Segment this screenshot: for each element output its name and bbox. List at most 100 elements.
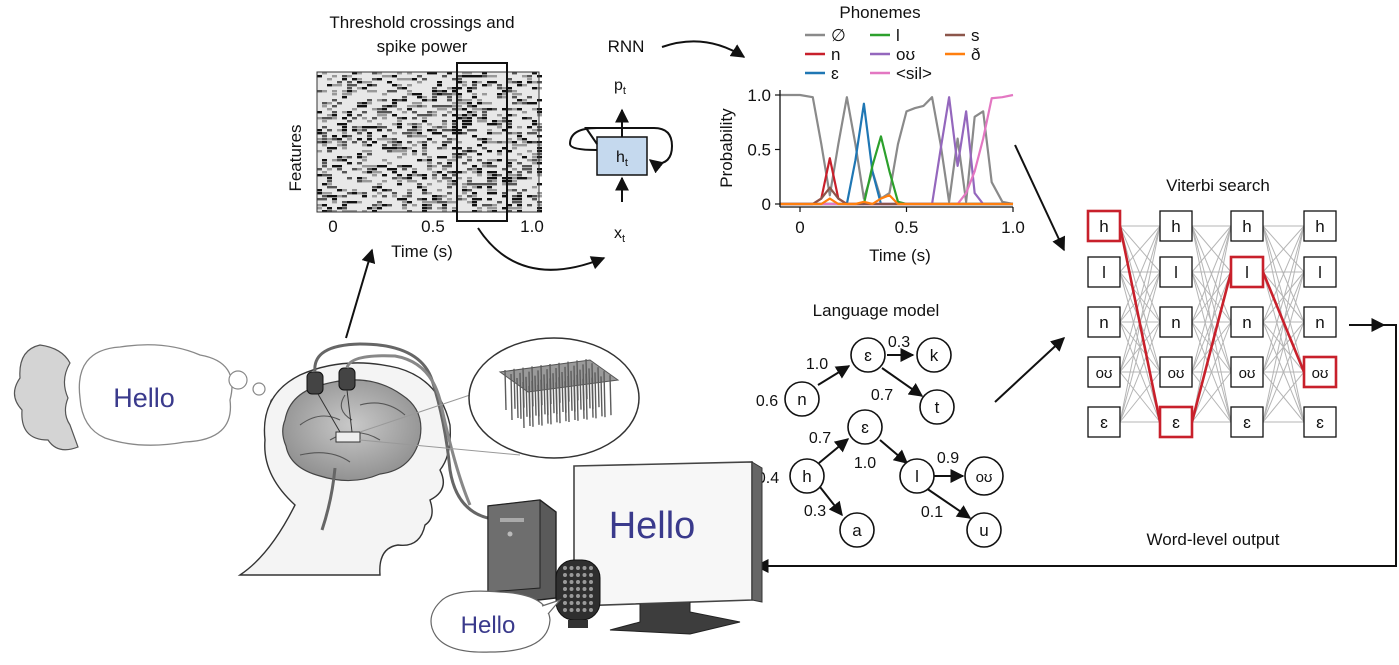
raster-cell (442, 156, 447, 159)
viterbi-transition (1191, 371, 1232, 423)
raster-cell (397, 87, 402, 90)
raster-cell (502, 120, 507, 123)
raster-xtick-0: 0 (328, 217, 337, 236)
raster-cell (322, 165, 327, 168)
monitor-stand (609, 602, 741, 635)
raster-cell (372, 90, 377, 93)
raster-cell (412, 105, 417, 108)
raster-cell (452, 90, 457, 93)
raster-cell (532, 141, 537, 144)
monitor-text: Hello (609, 505, 696, 547)
raster-cell (377, 108, 382, 111)
raster-cell (462, 189, 467, 192)
raster-cell (472, 204, 477, 207)
raster-cell (422, 159, 427, 162)
raster-cell (372, 207, 377, 210)
raster-cell (407, 108, 412, 111)
raster-cell (462, 132, 467, 135)
raster-cell (367, 84, 372, 87)
raster-cell (322, 117, 327, 120)
raster-cell (437, 105, 442, 108)
raster-cell (462, 153, 467, 156)
raster-cell (352, 192, 357, 195)
raster-cell (372, 204, 377, 207)
raster-cell (347, 114, 352, 117)
lm-weight-l-ou: 0.9 (937, 450, 959, 467)
raster-cell (472, 192, 477, 195)
raster-cell (482, 141, 487, 144)
raster-cell (507, 141, 512, 144)
raster-cell (337, 144, 342, 147)
raster-cell (467, 90, 472, 93)
speaker-hole (576, 566, 580, 570)
raster-cell (372, 174, 377, 177)
viterbi-state-box (1230, 306, 1264, 338)
viterbi-state-label: l (1174, 263, 1178, 282)
raster-cell (492, 81, 497, 84)
raster-cell (372, 108, 377, 111)
raster-cell (322, 102, 327, 105)
viterbi-state-box (1159, 306, 1193, 338)
raster-cell (317, 141, 322, 144)
raster-cell (512, 102, 517, 105)
raster-cell (367, 153, 372, 156)
viterbi-transitions (1119, 225, 1305, 423)
speaker-hole (576, 601, 580, 605)
raster-cell (377, 183, 382, 186)
array-spike (537, 370, 540, 417)
raster-cell (457, 156, 462, 159)
raster-cell (472, 114, 477, 117)
brain-stem (320, 467, 337, 531)
raster-cell (412, 132, 417, 135)
raster-cell (412, 171, 417, 174)
raster-cell (432, 114, 437, 117)
raster-cell (527, 171, 532, 174)
raster-cell (492, 192, 497, 195)
raster-cell (487, 129, 492, 132)
raster-cell (512, 114, 517, 117)
raster-cell (372, 78, 377, 81)
raster-cell (317, 129, 322, 132)
raster-cell (407, 123, 412, 126)
raster-cell (467, 114, 472, 117)
raster-cell (322, 204, 327, 207)
raster-cell (422, 135, 427, 138)
raster-cell (512, 183, 517, 186)
viterbi-transition (1191, 225, 1232, 373)
raster-cell (402, 96, 407, 99)
speech-text: Hello (461, 612, 516, 639)
raster-cell (367, 168, 372, 171)
viterbi-transition (1262, 271, 1305, 423)
raster-cell (437, 84, 442, 87)
raster-cell (462, 186, 467, 189)
raster-cell (452, 120, 457, 123)
raster-cell (517, 93, 522, 96)
lm-node-h (789, 458, 825, 494)
array-spike (519, 372, 522, 419)
raster-cell (317, 75, 322, 78)
raster-cell (317, 90, 322, 93)
raster-cell (487, 162, 492, 165)
raster-cell (377, 129, 382, 132)
raster-cell (367, 81, 372, 84)
raster-cell (402, 204, 407, 207)
raster-cell (342, 207, 347, 210)
raster-cell (382, 117, 387, 120)
raster-cell (427, 114, 432, 117)
lm-node-t (919, 389, 955, 425)
raster-cell (412, 93, 417, 96)
raster-cell (512, 132, 517, 135)
raster-cell (487, 207, 492, 210)
raster-cell (352, 117, 357, 120)
lm-edge-n-e1 (817, 365, 851, 386)
raster-cell (427, 207, 432, 210)
raster-cell (522, 177, 527, 180)
raster-cell (452, 126, 457, 129)
raster-cell (432, 111, 437, 114)
zoom-line-2 (359, 439, 521, 456)
raster-cell (472, 198, 477, 201)
raster-cell (487, 102, 492, 105)
raster-cell (337, 195, 342, 198)
